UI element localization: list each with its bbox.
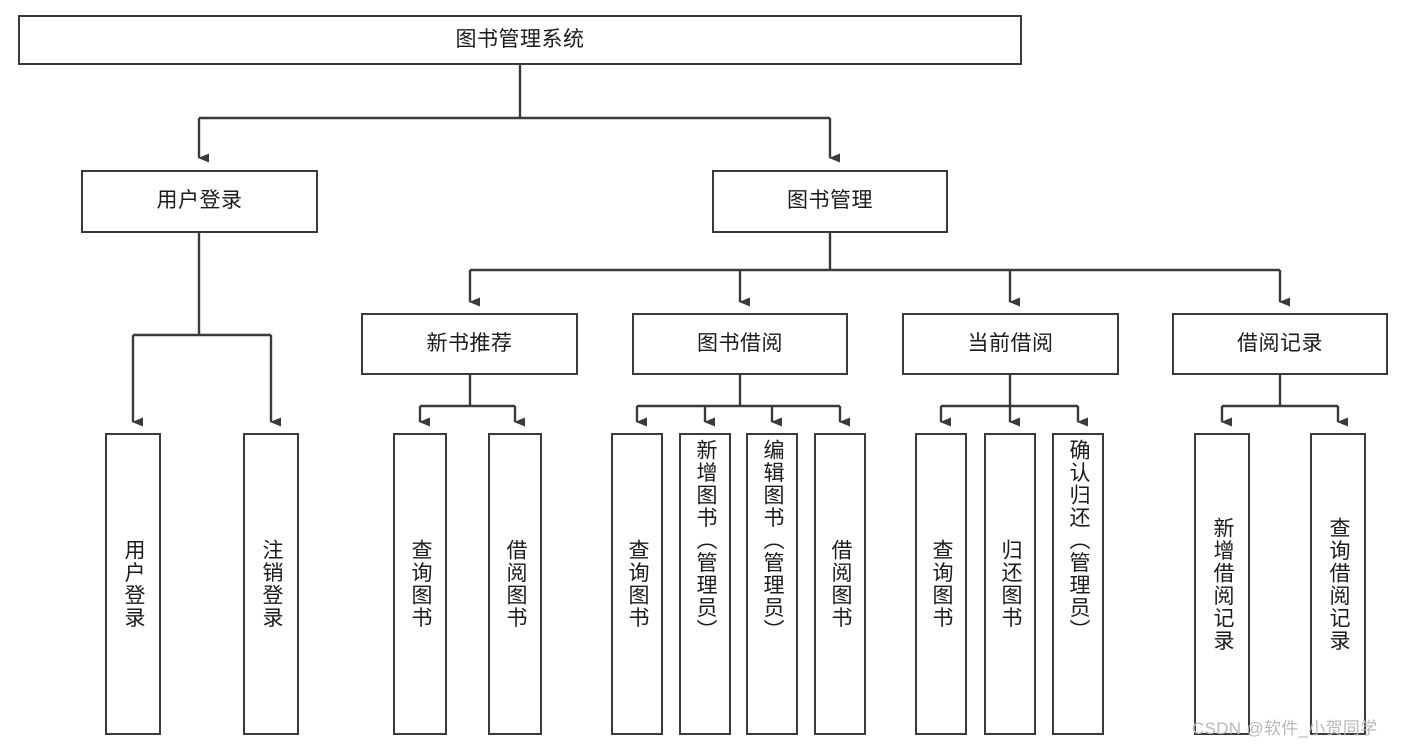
node-leaf-confirm-return[interactable]: 确认归还（管理员） [1052, 433, 1104, 735]
node-leaf-edit-book[interactable]: 编辑图书（管理员） [746, 433, 798, 735]
node-new-book-rec[interactable]: 新书推荐 [361, 313, 578, 375]
node-book-borrow-label: 图书借阅 [697, 331, 783, 355]
node-leaf-add-book[interactable]: 新增图书（管理员） [679, 433, 731, 735]
node-current-borrow[interactable]: 当前借阅 [902, 313, 1119, 375]
node-leaf-borrow-book-1[interactable]: 借阅图书 [488, 433, 542, 735]
node-book-borrow[interactable]: 图书借阅 [632, 313, 848, 375]
node-borrow-record-label: 借阅记录 [1237, 331, 1323, 355]
node-leaf-borrow-book-2-label: 借阅图书 [829, 539, 853, 629]
node-root[interactable]: 图书管理系统 [18, 15, 1022, 65]
node-leaf-add-record-label: 新增借阅记录 [1211, 516, 1235, 652]
node-leaf-query-record[interactable]: 查询借阅记录 [1310, 433, 1366, 735]
node-leaf-logout[interactable]: 注销登录 [243, 433, 299, 735]
node-leaf-add-book-label: 新增图书（管理员） [694, 439, 718, 642]
node-root-label: 图书管理系统 [455, 27, 585, 51]
node-leaf-query-book-3[interactable]: 查询图书 [915, 433, 967, 735]
node-borrow-record[interactable]: 借阅记录 [1172, 313, 1388, 375]
node-leaf-borrow-book-2[interactable]: 借阅图书 [814, 433, 866, 735]
node-leaf-logout-label: 注销登录 [260, 539, 284, 629]
node-leaf-return-book[interactable]: 归还图书 [984, 433, 1036, 735]
node-leaf-return-book-label: 归还图书 [999, 539, 1023, 629]
node-user-login[interactable]: 用户登录 [81, 170, 318, 233]
node-leaf-edit-book-label: 编辑图书（管理员） [761, 439, 785, 642]
node-book-manage-label: 图书管理 [787, 189, 873, 213]
node-leaf-query-book-1-label: 查询图书 [409, 539, 433, 629]
node-leaf-user-login-label: 用户登录 [122, 539, 146, 629]
node-leaf-add-record[interactable]: 新增借阅记录 [1194, 433, 1250, 735]
node-user-login-label: 用户登录 [156, 189, 243, 213]
node-leaf-query-book-1[interactable]: 查询图书 [393, 433, 447, 735]
node-leaf-query-book-3-label: 查询图书 [930, 539, 954, 629]
node-leaf-query-book-2-label: 查询图书 [626, 539, 650, 629]
node-leaf-query-record-label: 查询借阅记录 [1327, 516, 1351, 652]
node-leaf-query-book-2[interactable]: 查询图书 [611, 433, 663, 735]
node-new-book-rec-label: 新书推荐 [426, 331, 513, 355]
node-leaf-confirm-return-label: 确认归还（管理员） [1067, 439, 1091, 642]
node-leaf-borrow-book-1-label: 借阅图书 [504, 539, 528, 629]
node-book-manage[interactable]: 图书管理 [712, 170, 948, 233]
node-leaf-user-login[interactable]: 用户登录 [105, 433, 161, 735]
node-current-borrow-label: 当前借阅 [967, 331, 1054, 355]
